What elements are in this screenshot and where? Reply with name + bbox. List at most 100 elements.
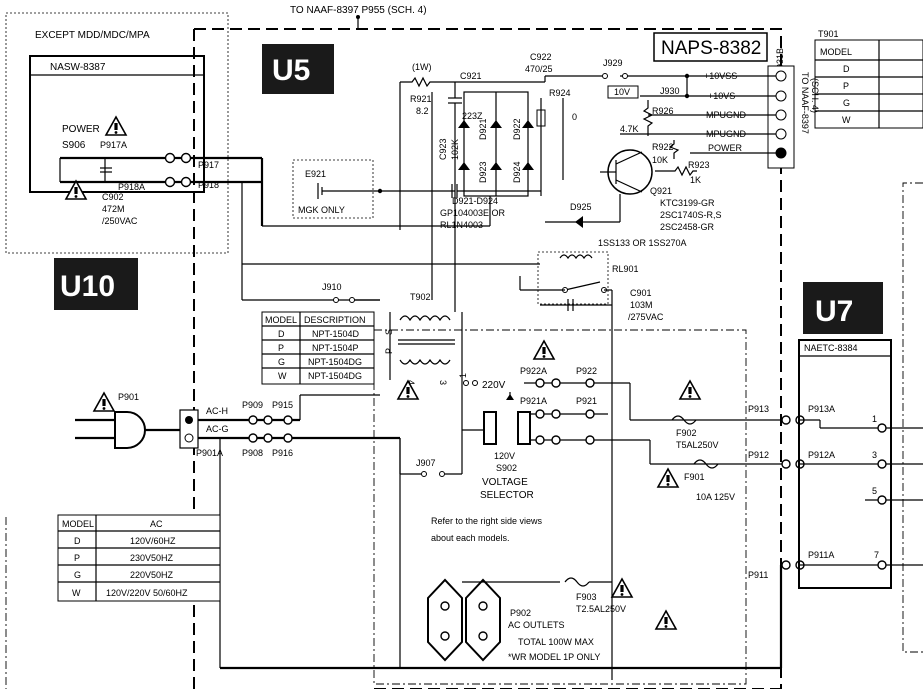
ac-table-cell: D — [74, 536, 81, 546]
ac-table-cell: 220V50HZ — [130, 570, 174, 580]
u7-label: U7 — [815, 295, 853, 328]
top-reference-label: TO NAAF-8397 P955 (SCH. 4) — [290, 5, 427, 16]
r923-value: 1K — [690, 175, 701, 185]
p921a-label: P921A — [520, 396, 547, 406]
t902-pin1: 1 — [458, 373, 468, 378]
f902-label: F902 — [676, 428, 697, 438]
t902-p-label: P — [384, 348, 394, 354]
to-naaf-sch-label: (SCH. 4) — [810, 78, 820, 113]
pin-1: 1 — [872, 414, 877, 424]
total-label: TOTAL 100W MAX — [518, 637, 594, 647]
v10-label: 10V — [614, 87, 630, 97]
naps-board-label: NAPS-8382 — [661, 38, 761, 59]
t901-row: W — [842, 115, 851, 125]
d921-label: D921 — [478, 118, 488, 140]
p918-label: P918 — [198, 180, 219, 190]
c902-value: 472M — [102, 204, 125, 214]
mgk-only-label: MGK ONLY — [298, 205, 345, 215]
to-naaf-right-label: TO NAAF-8397 — [800, 72, 810, 134]
t901-table: MODEL D P G W — [814, 39, 923, 129]
c901-label: C901 — [630, 288, 652, 298]
ac-table-header: AC — [150, 519, 163, 529]
f902-warning-icon — [679, 380, 701, 400]
rl901-relay — [537, 251, 609, 305]
power-out-label: POWER — [708, 143, 743, 153]
t902-table-cell: D — [278, 329, 285, 339]
t901-row: D — [843, 64, 850, 74]
naetc-label: NAETC-8384 — [804, 343, 858, 353]
f902-value: T5AL250V — [676, 440, 719, 450]
p911a-label: P911A — [808, 550, 834, 560]
ac-table-cell: G — [74, 570, 81, 580]
v120-label: 120V — [494, 451, 515, 461]
p912-label: P912 — [748, 450, 769, 460]
r922-label: R922 — [652, 142, 674, 152]
s902-right-contact — [517, 411, 531, 445]
r926-label: R926 — [652, 106, 674, 116]
p912a-label: P912A — [808, 450, 835, 460]
r926-value: 4.7K — [620, 124, 639, 134]
d922-label: D922 — [512, 118, 522, 140]
primary-region-border — [373, 329, 747, 685]
u5-badge — [262, 44, 334, 94]
p931b-label: P931B — [775, 48, 785, 75]
d923-label: D923 — [478, 161, 488, 183]
j907-label: J907 — [416, 458, 436, 468]
u10-badge — [54, 258, 138, 310]
ac-table-cell: 230V50HZ — [130, 553, 174, 563]
ach-label: AC-H — [206, 406, 228, 416]
ac-model-table: MODEL AC D 120V/60HZ P 230V50HZ G 220V50… — [57, 514, 221, 602]
p901a-label: P901A — [196, 448, 223, 458]
c922-value: 470/25 — [525, 64, 553, 74]
t902-table-cell: G — [278, 357, 285, 367]
mpugnd1-label: MPUGND — [706, 110, 746, 120]
t901-row: P — [843, 81, 849, 91]
r921-value: 8.2 — [416, 106, 429, 116]
t902-pin3: 3 — [438, 380, 448, 385]
d921-924-label: D921-D924 — [452, 196, 498, 206]
ac-plug — [114, 411, 146, 449]
acg-label: AC-G — [206, 424, 229, 434]
f901-value: 10A 125V — [696, 492, 735, 502]
ac-outlets-label: AC OUTLETS — [508, 620, 565, 630]
c902-warning-icon — [65, 180, 87, 200]
p901-label: P901 — [118, 392, 139, 402]
e921-box — [292, 159, 374, 219]
c901-value: 103M — [630, 300, 653, 310]
ac-table-cell: 120V/220V 50/60HZ — [106, 588, 188, 598]
p913a-label: P913A — [808, 404, 835, 414]
t902-transformer — [389, 312, 463, 380]
ac-table-cell: W — [72, 588, 81, 598]
q921-part-a: KTC3199-GR — [660, 198, 715, 208]
f901-label: F901 — [684, 472, 705, 482]
u5-label: U5 — [272, 54, 310, 87]
p10vss-label: +10VSS — [704, 71, 737, 81]
s902-left-contact — [483, 411, 497, 445]
t902-table-cell: NPT-1504D — [312, 329, 360, 339]
ac-table-cell: 120V/60HZ — [130, 536, 176, 546]
connector-p931b — [775, 70, 787, 159]
c921-label: C921 — [460, 71, 482, 81]
t901-title: T901 — [818, 29, 839, 39]
c921-value: 223Z — [462, 111, 483, 121]
p917-label: P917 — [198, 160, 219, 170]
j929-label: J929 — [603, 58, 623, 68]
right-board-border — [902, 182, 923, 653]
note-line-1: Refer to the right side views — [431, 516, 543, 526]
v220-label: 220V — [482, 380, 506, 391]
t902-s-label: S — [384, 329, 394, 335]
t902-model-table: MODEL DESCRIPTION D NPT-1504D P NPT-1504… — [261, 311, 375, 385]
rl-label: RL1N4003 — [440, 220, 483, 230]
p922a-label: P922A — [520, 366, 547, 376]
p10vs-label: +10VS — [708, 91, 735, 101]
c901-rating: /275VAC — [628, 312, 664, 322]
ac-table-cell: P — [74, 553, 80, 563]
j910-label: J910 — [322, 282, 342, 292]
note-line-2: about each models. — [431, 533, 510, 543]
u10-label: U10 — [60, 270, 115, 303]
t901-header: MODEL — [820, 47, 852, 57]
t902-label: T902 — [410, 292, 431, 302]
power-label: POWER — [62, 124, 100, 135]
r924-label: R924 — [549, 88, 571, 98]
bridge-rectifier — [458, 91, 534, 197]
